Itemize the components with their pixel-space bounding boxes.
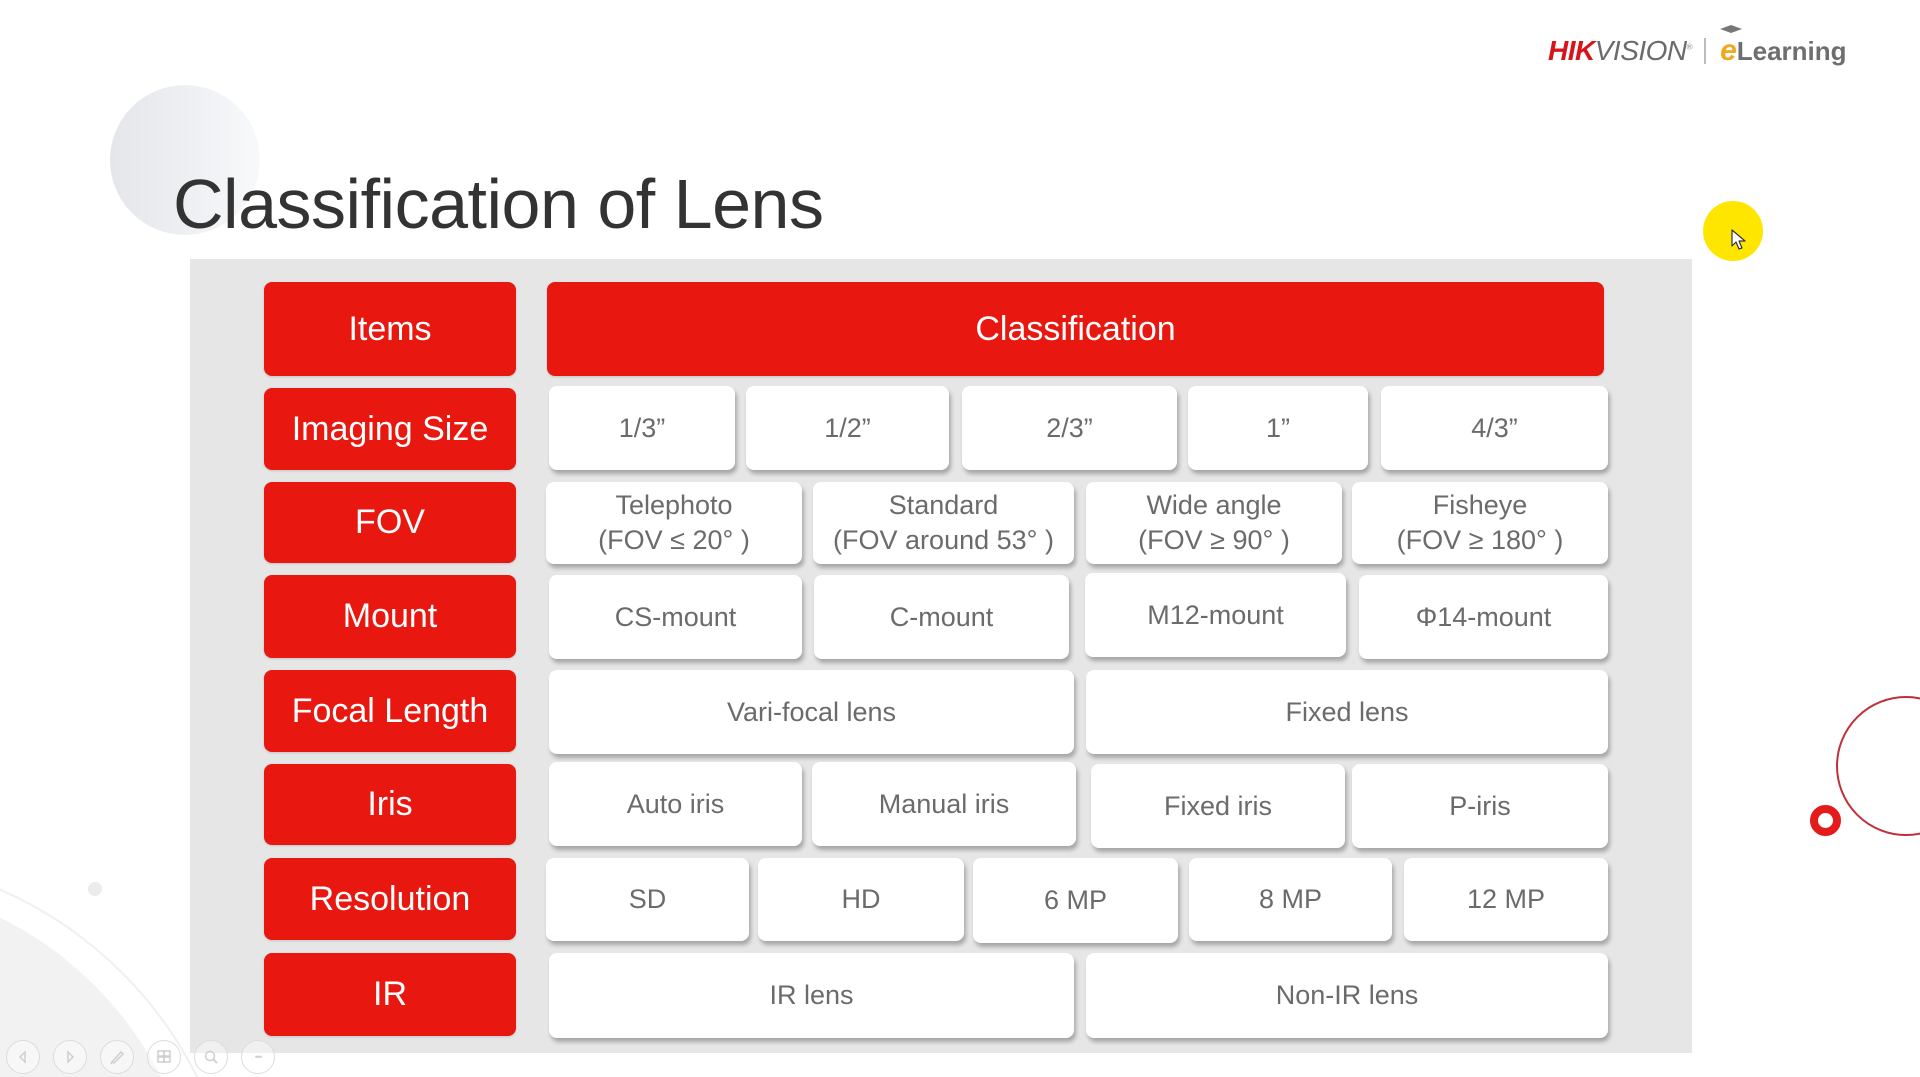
table-cell: Fisheye(FOV ≥ 180° ) xyxy=(1352,482,1608,564)
hikvision-logo: HIKVISION® xyxy=(1548,35,1693,66)
previous-icon xyxy=(18,1050,26,1064)
header-items: Items xyxy=(264,282,516,376)
next-slide-button[interactable] xyxy=(53,1040,87,1074)
table-cell: P-iris xyxy=(1352,764,1608,848)
table-cell: IR lens xyxy=(549,953,1074,1038)
row-label-resolution: Resolution xyxy=(264,858,516,940)
table-cell: Fixed lens xyxy=(1086,670,1608,754)
presentation-toolbar: ••• xyxy=(6,1040,275,1074)
slides-icon xyxy=(157,1050,171,1063)
row-label-focal-length: Focal Length xyxy=(264,670,516,752)
table-cell: 2/3” xyxy=(962,386,1177,470)
table-cell: M12-mount xyxy=(1085,573,1346,657)
mouse-cursor-icon xyxy=(1731,229,1746,250)
decorative-dot xyxy=(88,882,102,896)
decorative-circle xyxy=(110,85,260,235)
table-cell: HD xyxy=(758,858,964,941)
table-cell: 1/3” xyxy=(549,386,735,470)
table-cell: SD xyxy=(546,858,749,941)
see-all-slides-button[interactable] xyxy=(147,1040,181,1074)
table-cell: Telephoto(FOV ≤ 20° ) xyxy=(546,482,802,564)
table-cell: 6 MP xyxy=(973,858,1178,943)
table-cell: 12 MP xyxy=(1404,858,1608,941)
graduation-cap-icon: e xyxy=(1720,25,1743,68)
row-label-ir: IR xyxy=(264,953,516,1036)
table-cell: Auto iris xyxy=(549,762,802,846)
pen-icon xyxy=(110,1050,125,1065)
page-title: Classification of Lens xyxy=(173,165,824,243)
table-cell: Non-IR lens xyxy=(1086,953,1608,1038)
logo-divider xyxy=(1704,38,1707,64)
decorative-red-dot xyxy=(1810,805,1841,836)
table-cell: 8 MP xyxy=(1189,858,1392,941)
table-cell: Φ14-mount xyxy=(1359,575,1608,659)
zoom-slide-button[interactable] xyxy=(194,1040,228,1074)
table-cell: 1/2” xyxy=(746,386,949,470)
zoom-icon xyxy=(204,1050,218,1064)
row-label-imaging-size: Imaging Size xyxy=(264,388,516,470)
table-cell: Fixed iris xyxy=(1091,764,1345,848)
header-classification: Classification xyxy=(547,282,1604,376)
pen-tool-button[interactable] xyxy=(100,1040,134,1074)
table-cell: Standard(FOV around 53° ) xyxy=(813,482,1074,564)
row-label-mount: Mount xyxy=(264,575,516,658)
table-cell: 1” xyxy=(1188,386,1368,470)
next-icon xyxy=(67,1050,75,1064)
row-label-fov: FOV xyxy=(264,482,516,563)
table-cell: Vari-focal lens xyxy=(549,670,1074,754)
row-label-iris: Iris xyxy=(264,764,516,845)
decorative-ring xyxy=(1836,696,1920,836)
more-options-button[interactable]: ••• xyxy=(241,1040,275,1074)
previous-slide-button[interactable] xyxy=(6,1040,40,1074)
more-icon: ••• xyxy=(254,1052,263,1062)
table-cell: CS-mount xyxy=(549,575,802,659)
table-cell: Manual iris xyxy=(812,762,1076,846)
table-cell: C-mount xyxy=(814,575,1069,659)
table-cell: 4/3” xyxy=(1381,386,1608,470)
table-cell: Wide angle(FOV ≥ 90° ) xyxy=(1086,482,1342,564)
